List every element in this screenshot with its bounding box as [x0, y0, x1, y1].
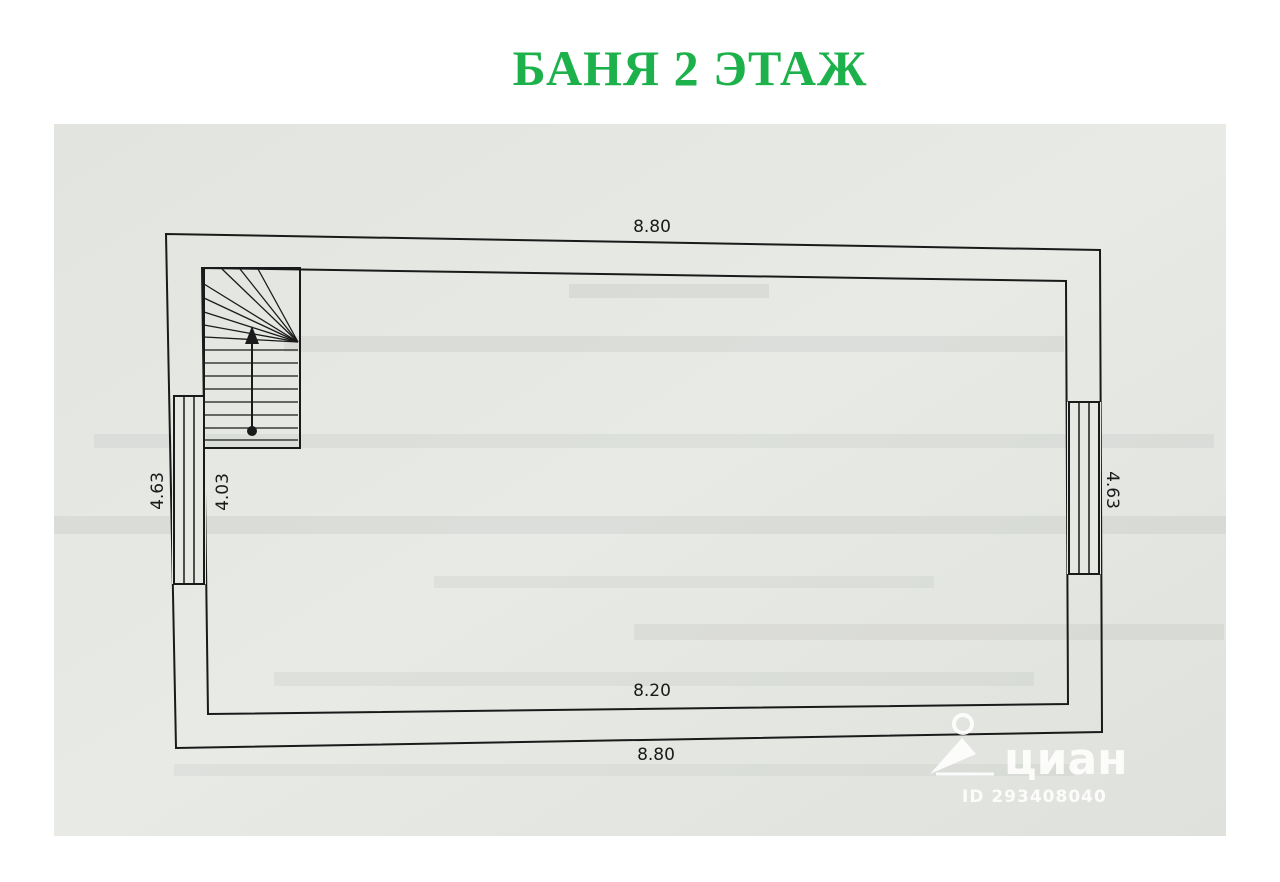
cian-location-pin-icon — [930, 713, 994, 776]
listing-id-text: ID 293408040 — [962, 787, 1107, 807]
floor-plan-photo: 8.80 8.20 8.80 4.63 4.03 4.63 циан ID 29… — [54, 124, 1226, 836]
left-window — [172, 395, 206, 585]
dimension-left-inner: 4.03 — [213, 473, 233, 511]
cian-watermark: циан ID 293408040 — [930, 713, 1128, 807]
right-window — [1067, 401, 1101, 575]
dimension-right-outer: 4.63 — [1102, 471, 1122, 509]
dimension-top-outer: 8.80 — [633, 217, 671, 237]
dimension-bottom-inner: 8.20 — [633, 681, 671, 701]
cian-brand-text: циан — [1004, 734, 1128, 785]
dimension-bottom-outer: 8.80 — [637, 745, 675, 765]
show-through-text — [54, 284, 1226, 776]
dimension-left-outer: 4.63 — [148, 472, 168, 510]
stair-arrow-icon — [245, 326, 259, 436]
page-title: БАНЯ 2 ЭТАЖ — [512, 40, 868, 96]
